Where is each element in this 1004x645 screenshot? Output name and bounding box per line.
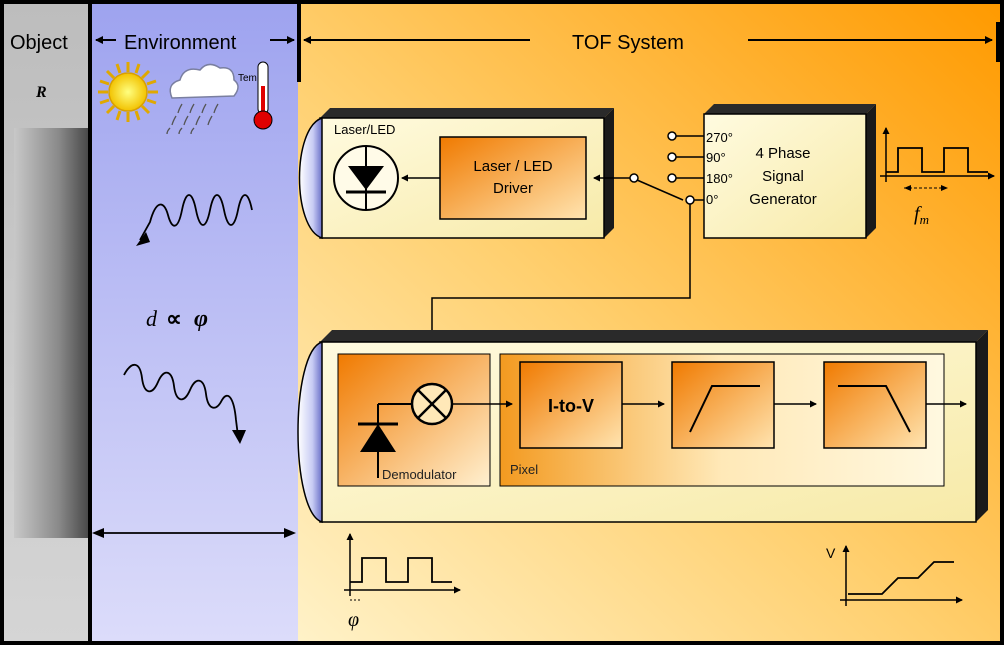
pixel-label: Pixel <box>510 462 538 477</box>
eq-proportional: ∝ <box>166 306 182 331</box>
low-pass-filter-box <box>823 361 927 449</box>
phase-180: 180° <box>706 171 733 186</box>
demodulator-box <box>337 353 491 487</box>
generator-line3: Generator <box>749 191 817 208</box>
object-wall <box>14 128 88 538</box>
i-to-v-box <box>519 361 623 449</box>
laser-driver-box <box>439 136 587 220</box>
thermometer-icon <box>253 61 273 130</box>
photodiode-icon <box>358 403 412 478</box>
modulation-waveform: fm <box>880 127 995 227</box>
receiver-lens <box>297 340 323 524</box>
generator-line2: Signal <box>762 168 804 185</box>
output-voltage-graph: V <box>826 545 963 606</box>
phase-0: 0° <box>706 192 718 207</box>
high-pass-filter-box <box>671 361 775 449</box>
mixer-icon <box>410 382 454 426</box>
receiver-block: Demodulator Pixel I-to-V <box>297 330 988 524</box>
high-pass-curve-icon <box>689 385 760 433</box>
tof-band <box>298 4 1000 641</box>
emitted-wave <box>123 363 246 444</box>
reflected-wave <box>136 194 253 246</box>
environment-title: Environment <box>124 32 237 54</box>
generator-line1: 4 Phase <box>755 145 810 162</box>
led-diode-icon <box>333 145 399 211</box>
received-phase-label: φ <box>348 609 359 631</box>
temp-label: Temp <box>238 73 263 84</box>
i-to-v-label: I-to-V <box>548 396 594 416</box>
received-waveform: φ <box>344 533 461 631</box>
header: Object Environment TOF System <box>10 22 1000 62</box>
phase-90: 90° <box>706 150 726 165</box>
object-label: R <box>35 84 47 101</box>
low-pass-curve-icon <box>838 385 911 433</box>
sun-icon <box>98 62 158 122</box>
tof-system-title: TOF System <box>572 32 684 54</box>
object-title: Object <box>10 32 68 54</box>
rain-cloud-icon <box>166 63 239 135</box>
modulation-freq-label: fm <box>914 203 929 227</box>
eq-phi: φ <box>194 306 208 332</box>
phase-270: 270° <box>706 130 733 145</box>
laser-driver-line1: Laser / LED <box>473 158 552 175</box>
signal-generator-block: 270° 90° 180° 0° 4 Phase Signal Generato… <box>703 104 876 239</box>
eq-d: d <box>146 306 158 331</box>
emitter-title: Laser/LED <box>334 122 395 137</box>
phase-switch <box>593 131 704 205</box>
demodulator-label: Demodulator <box>382 467 457 482</box>
emitter-lens <box>298 116 323 240</box>
emitter-block: Laser/LED Laser / LED Driver <box>298 108 614 240</box>
voltage-axis-label: V <box>826 545 836 561</box>
distance-arrow <box>92 528 296 538</box>
laser-driver-line2: Driver <box>493 180 533 197</box>
